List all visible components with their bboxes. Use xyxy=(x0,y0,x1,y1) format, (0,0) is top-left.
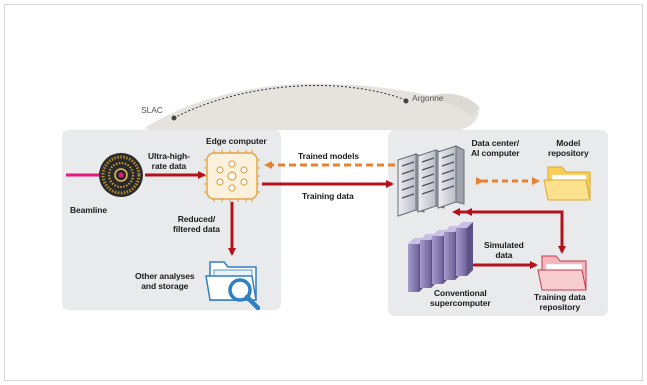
supercomputer-label: Conventional supercomputer xyxy=(430,288,491,308)
detector-icon xyxy=(99,153,143,197)
training-link-return-head xyxy=(452,208,460,216)
edge-computer-label: Edge computer xyxy=(206,136,267,146)
server-rack-icon xyxy=(397,145,465,217)
training-data-label: Training data xyxy=(302,191,354,201)
slac-site-label: SLAC xyxy=(141,105,163,115)
folder-icon xyxy=(543,166,591,201)
site-connection-line xyxy=(173,84,407,119)
magnifier-icon xyxy=(228,278,261,311)
slac-site-marker xyxy=(171,115,177,121)
training-repository-label: Training data repository xyxy=(534,292,586,312)
argonne-site-marker xyxy=(403,98,409,104)
trained-models-label: Trained models xyxy=(298,151,359,161)
simulated-data-label: Simulated data xyxy=(484,240,524,260)
data-center-label: Data center/ AI computer xyxy=(471,138,520,158)
model-repository-label: Model repository xyxy=(548,138,589,158)
other-analyses-label: Other analyses and storage xyxy=(135,271,195,291)
ultra-high-rate-label: Ultra-high- rate data xyxy=(148,151,190,171)
folder-icon xyxy=(537,255,587,291)
argonne-site-label: Argonne xyxy=(412,93,444,103)
edge-chip-icon xyxy=(204,150,260,202)
us-map-silhouette xyxy=(145,83,480,132)
reduced-data-label: Reduced/ filtered data xyxy=(173,214,220,234)
supercomputer-icon xyxy=(408,222,473,292)
beamline-label: Beamline xyxy=(70,205,107,215)
